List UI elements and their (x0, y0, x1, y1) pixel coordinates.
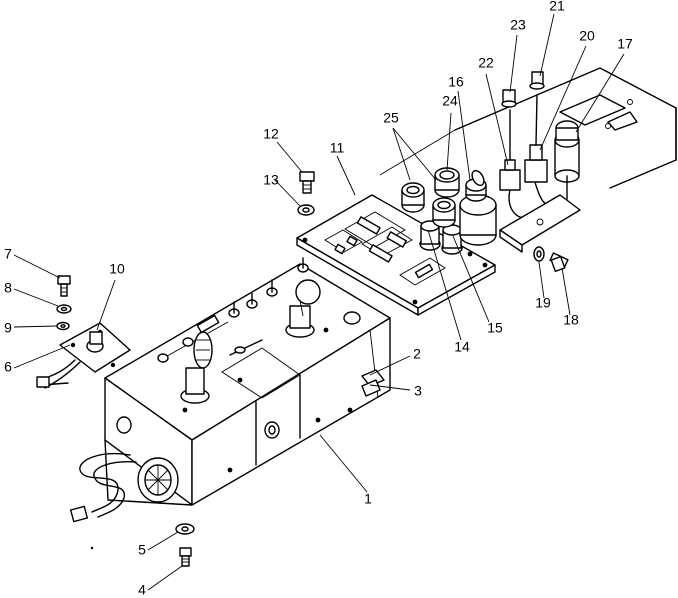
leader-lines (13, 13, 625, 591)
callout-23: 23 (510, 17, 526, 33)
callout-17: 17 (617, 36, 633, 52)
callout-20: 20 (579, 28, 595, 44)
console-box (104, 263, 391, 506)
bolts-12-13 (297, 171, 315, 216)
callout-22: 22 (478, 55, 494, 71)
callout-labels: 1 2 3 4 5 6 7 8 9 10 11 12 13 14 15 16 1… (4, 0, 633, 598)
callout-15: 15 (487, 320, 503, 336)
callout-12: 12 (263, 126, 279, 142)
callout-10: 10 (109, 261, 125, 277)
key-switch-16 (459, 169, 497, 246)
mounting-plate (379, 67, 677, 189)
callout-19: 19 (535, 295, 551, 311)
clips-2-3 (361, 369, 385, 397)
callout-2: 2 (413, 346, 421, 362)
callout-16: 16 (448, 74, 464, 90)
callout-14: 14 (454, 339, 470, 355)
callout-7: 7 (4, 246, 12, 262)
plate-6 (36, 322, 131, 389)
callout-25: 25 (383, 110, 399, 126)
callout-21: 21 (549, 0, 565, 14)
callout-6: 6 (4, 359, 12, 375)
callout-5: 5 (138, 542, 146, 558)
callout-18: 18 (563, 312, 579, 328)
bracket-lighter-17 (499, 120, 581, 253)
toggle-switches-20-22 (499, 71, 561, 219)
console-controls (157, 257, 361, 404)
cable-harness (41, 382, 137, 523)
callout-11: 11 (330, 140, 345, 156)
screws-18-19 (533, 246, 569, 273)
callout-9: 9 (4, 320, 12, 336)
callout-4: 4 (138, 582, 146, 598)
callout-8: 8 (4, 280, 12, 296)
callout-1: 1 (364, 491, 372, 507)
bolts-4-5 (175, 523, 195, 567)
bolts-7-8-9 (56, 275, 72, 331)
callout-24: 24 (442, 93, 458, 109)
instrument-panel-11 (296, 194, 496, 316)
callout-13: 13 (263, 172, 279, 188)
callout-3: 3 (414, 383, 422, 399)
